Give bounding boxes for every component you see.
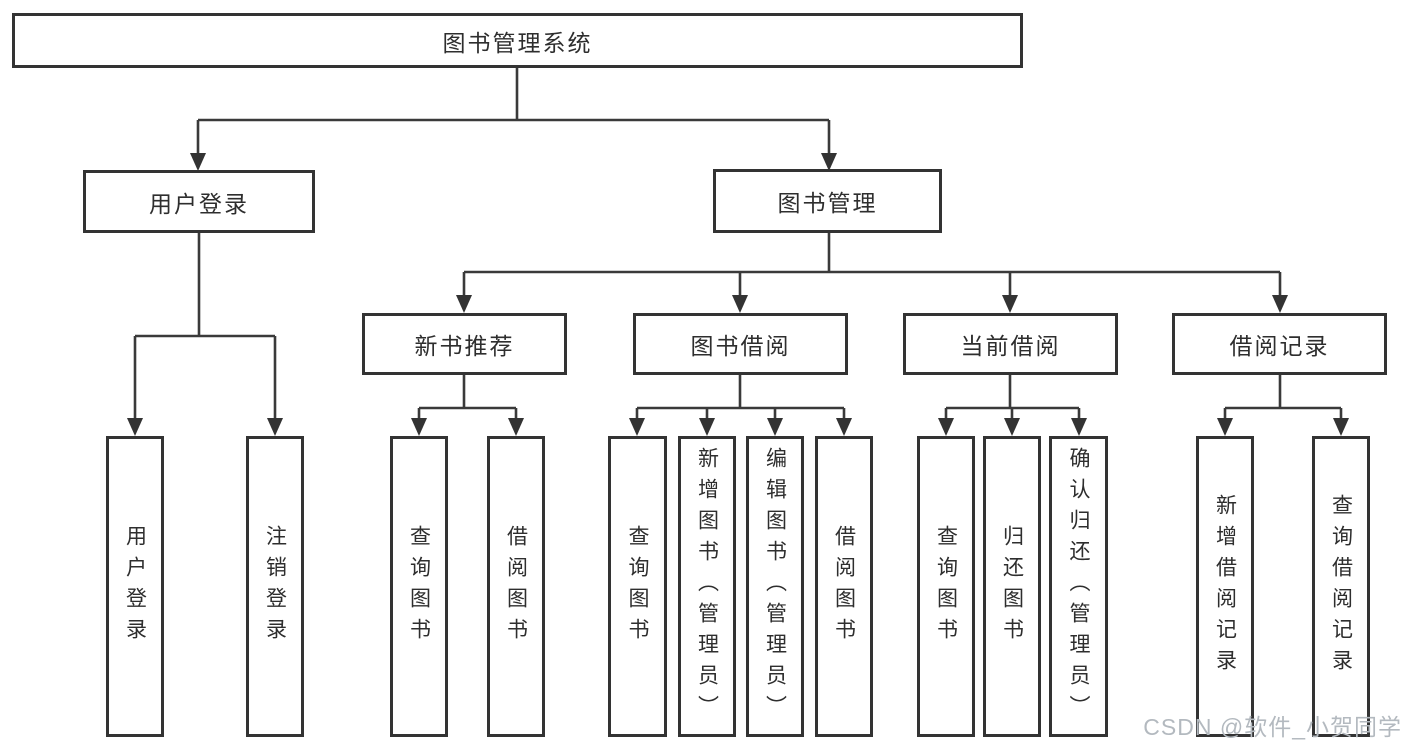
- arrowhead-icon: [1004, 418, 1020, 436]
- node-label: 编辑图书（管理员）: [763, 447, 787, 726]
- leaf-query-books-current: 查询图书: [917, 436, 975, 737]
- node-user-login: 用户登录: [83, 170, 315, 233]
- node-book-borrowing: 图书借阅: [633, 313, 848, 375]
- connector-book-borrowing-children: [629, 375, 852, 436]
- leaf-add-book-admin: 新增图书（管理员）: [678, 436, 736, 737]
- arrowhead-icon: [732, 295, 748, 313]
- arrowhead-icon: [456, 295, 472, 313]
- node-label: 确认归还（管理员）: [1067, 447, 1090, 726]
- connector-book-management-children: [456, 233, 1288, 313]
- leaf-query-books-recommendation: 查询图书: [390, 436, 448, 737]
- leaf-add-borrowing-record: 新增借阅记录: [1196, 436, 1254, 737]
- node-label: 新书推荐: [414, 333, 515, 359]
- arrowhead-icon: [508, 418, 524, 436]
- arrowhead-icon: [767, 418, 783, 436]
- arrowhead-icon: [127, 418, 143, 436]
- node-label: 借阅记录: [1229, 333, 1330, 359]
- node-label: 注销登录: [263, 524, 287, 649]
- node-label: 归还图书: [1000, 524, 1024, 649]
- node-label: 借阅图书: [832, 524, 856, 649]
- leaf-query-books-borrowing: 查询图书: [608, 436, 667, 737]
- leaf-query-borrowing-record: 查询借阅记录: [1312, 436, 1370, 737]
- arrowhead-icon: [411, 418, 427, 436]
- arrowhead-icon: [1272, 295, 1288, 313]
- arrowhead-icon: [821, 153, 837, 171]
- node-label: 借阅图书: [504, 524, 528, 649]
- leaf-user-login: 用户登录: [106, 436, 164, 737]
- node-label: 图书管理系统: [442, 29, 593, 56]
- leaf-borrow-books-recommendation: 借阅图书: [487, 436, 545, 737]
- arrowhead-icon: [938, 418, 954, 436]
- leaf-return-books: 归还图书: [983, 436, 1041, 737]
- arrowhead-icon: [836, 418, 852, 436]
- arrowhead-icon: [267, 418, 283, 436]
- leaf-confirm-return-admin: 确认归还（管理员）: [1049, 436, 1108, 737]
- leaf-edit-book-admin: 编辑图书（管理员）: [746, 436, 804, 737]
- node-book-management: 图书管理: [713, 169, 942, 233]
- node-borrowing-records: 借阅记录: [1172, 313, 1387, 375]
- node-new-book-recommendation: 新书推荐: [362, 313, 567, 375]
- node-label: 新增借阅记录: [1213, 493, 1237, 680]
- node-label: 查询图书: [626, 524, 649, 649]
- node-label: 当前借阅: [960, 333, 1061, 359]
- connector-current-borrowing-children: [938, 375, 1087, 436]
- node-label: 用户登录: [149, 190, 249, 217]
- connector-root-to-level2: [190, 68, 837, 171]
- connector-new-book-recommendation-children: [411, 375, 524, 436]
- arrowhead-icon: [1071, 418, 1087, 436]
- leaf-logout: 注销登录: [246, 436, 304, 737]
- connector-borrowing-records-children: [1217, 375, 1349, 436]
- arrowhead-icon: [699, 418, 715, 436]
- node-label: 查询图书: [407, 524, 431, 649]
- arrowhead-icon: [629, 418, 645, 436]
- node-label: 新增图书（管理员）: [695, 447, 719, 726]
- node-label: 图书管理: [777, 190, 878, 216]
- arrowhead-icon: [1002, 295, 1018, 313]
- node-label: 图书借阅: [690, 333, 791, 359]
- leaf-borrow-books: 借阅图书: [815, 436, 873, 737]
- arrowhead-icon: [1217, 418, 1233, 436]
- node-label: 查询图书: [934, 524, 958, 649]
- arrowhead-icon: [1333, 418, 1349, 436]
- node-library-management-system: 图书管理系统: [12, 13, 1023, 68]
- connector-user-login-children: [127, 233, 283, 436]
- csdn-watermark: CSDN @软件_小贺同学: [1143, 714, 1402, 740]
- node-label: 用户登录: [123, 524, 147, 649]
- node-current-borrowing: 当前借阅: [903, 313, 1118, 375]
- node-label: 查询借阅记录: [1329, 493, 1353, 680]
- arrowhead-icon: [190, 153, 206, 171]
